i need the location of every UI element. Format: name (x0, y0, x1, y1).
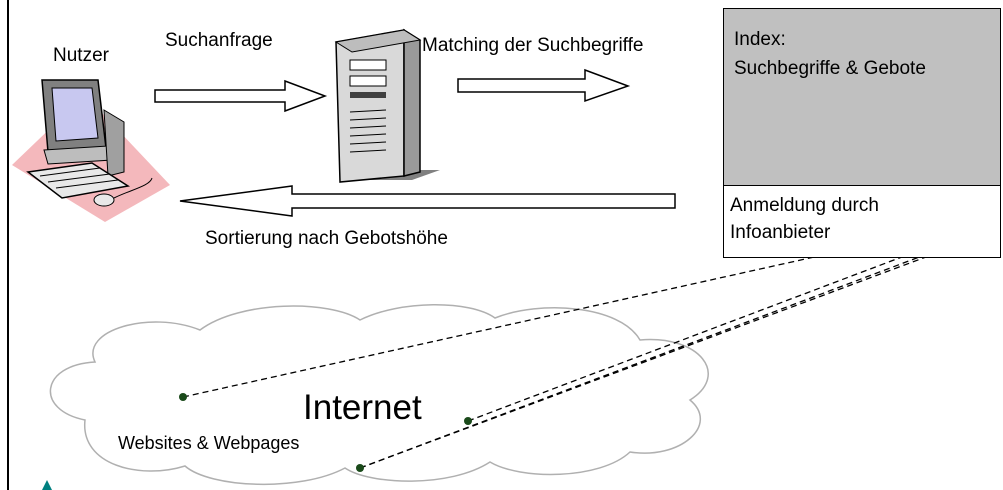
dashed-line-4 (359, 234, 986, 469)
user-label: Nutzer (53, 45, 109, 66)
website-dot-2 (464, 417, 472, 425)
cloud-icon (49, 304, 709, 485)
website-dot-1 (179, 393, 187, 401)
index-subtitle: Suchbegriffe & Gebote (734, 58, 926, 79)
index-title: Index: (734, 29, 786, 50)
index-section (724, 9, 1000, 186)
registration-label-line2: Infoanbieter (730, 222, 831, 243)
internet-label: Internet (303, 388, 422, 427)
accent-triangle (42, 480, 52, 490)
websites-label: Websites & Webpages (118, 433, 300, 453)
server-tower-icon (334, 28, 440, 183)
computer-user-icon (12, 79, 170, 222)
website-dot-3 (356, 464, 364, 472)
sorting-arrow (179, 185, 676, 217)
registration-label-line1: Anmeldung durch (730, 195, 879, 216)
dashed-line-2 (467, 231, 969, 422)
index-box: Index: Suchbegriffe & Gebote Anmeldung d… (723, 8, 1001, 258)
query-arrow (154, 79, 328, 113)
matching-arrow (457, 68, 631, 103)
sorting-label: Sortierung nach Gebotshöhe (205, 228, 448, 249)
query-label: Suchanfrage (165, 30, 273, 51)
matching-label: Matching der Suchbegriffe (422, 35, 644, 56)
